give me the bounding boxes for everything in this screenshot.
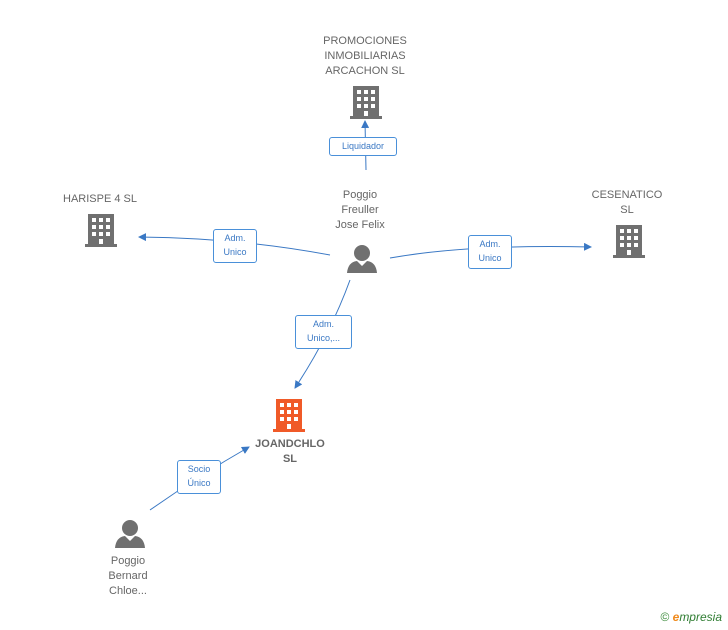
edge-label-text: Adm. [312,319,334,329]
person-icon[interactable] [114,519,146,549]
node-label: SL [282,453,298,465]
node-promociones[interactable]: PROMOCIONES INMOBILIARIAS ARCACHON SL [300,34,430,79]
edge-label-adm-joandchlo[interactable]: Adm. Unico,... [295,315,352,349]
person-icon[interactable] [346,244,378,274]
node-label: Jose Felix [335,219,385,231]
building-icon[interactable] [350,84,382,120]
edge-label-adm-cesenatico[interactable]: Adm. Unico [468,235,512,269]
node-poggio-jose-felix[interactable]: Poggio Freuller Jose Felix [310,188,410,233]
edge-label-text: Adm. [479,239,501,249]
edge-label-socio[interactable]: Socio Único [177,460,221,494]
edge-label-text: Socio [187,464,211,474]
edge-label-adm-harispe[interactable]: Adm. Unico [213,229,257,263]
node-label: Bernard [108,570,148,582]
node-label: CESENATICO [591,189,663,201]
copyright-icon: © [660,610,670,624]
building-icon[interactable] [613,223,645,259]
edge-label-text: Adm. [224,233,246,243]
node-label: Poggio [342,189,378,201]
node-cesenatico[interactable]: CESENATICO SL [572,188,682,218]
node-label: ARCACHON SL [325,65,405,77]
edge-label-text: Liquidador [341,141,385,151]
edge-label-liquidador[interactable]: Liquidador [329,137,397,156]
node-poggio-bernard-chloe[interactable]: Poggio Bernard Chloe... [78,554,178,599]
node-label: PROMOCIONES [323,35,407,47]
edge-label-text: Unico [478,253,502,263]
building-icon[interactable] [273,397,305,433]
brand-initial: e [672,610,680,624]
node-label: Poggio [110,555,146,567]
edge-label-text: Unico,... [306,333,340,343]
node-label: INMOBILIARIAS [324,50,406,62]
empresia-logo: © empresia [660,610,722,624]
node-label: Chloe... [109,585,147,597]
brand-name: mpresia [679,610,722,624]
node-joandchlo[interactable]: JOANDCHLO SL [240,437,340,467]
node-label: Freuller [341,204,379,216]
edge-label-text: Unico [223,247,247,257]
node-label: SL [620,204,634,216]
building-icon[interactable] [85,212,117,248]
node-label: HARISPE 4 SL [63,193,137,205]
edge-label-text: Único [187,478,211,488]
node-harispe[interactable]: HARISPE 4 SL [40,192,160,207]
node-label: JOANDCHLO [255,438,325,450]
